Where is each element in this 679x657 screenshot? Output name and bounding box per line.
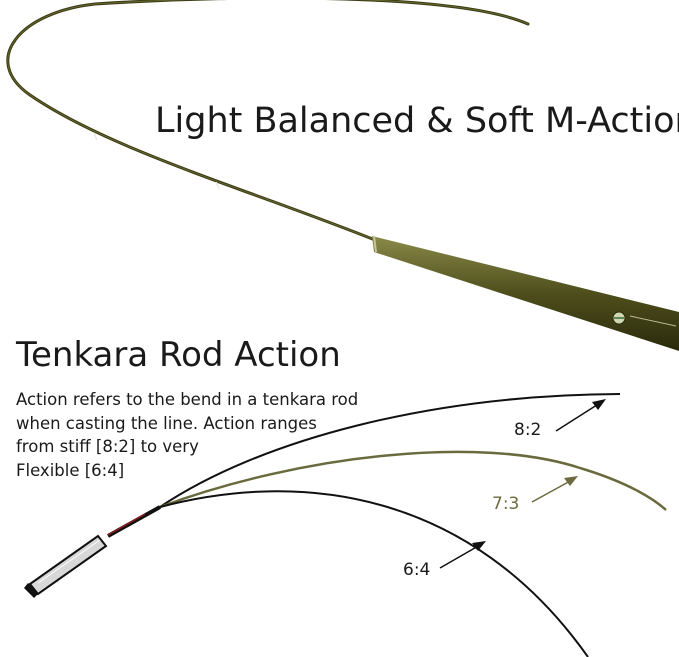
description-line: Action refers to the bend in a tenkara r…	[16, 390, 359, 409]
label-8-2: 8:2	[514, 420, 542, 440]
label-6-4: 6:4	[403, 560, 431, 580]
arrow-8-2	[555, 399, 606, 432]
curve-8-2	[159, 393, 621, 508]
arrow-6-4	[439, 541, 486, 569]
headline: Light Balanced & Soft M-Action	[155, 101, 679, 141]
rod-handle	[24, 505, 161, 598]
curve-6-4	[159, 490, 589, 657]
description: Action refers to the bend in a tenkara r…	[16, 388, 386, 482]
label-7-3: 7:3	[492, 494, 520, 514]
description-line: from stiff [8:2] to very	[16, 437, 199, 456]
section-title: Tenkara Rod Action	[16, 335, 341, 375]
description-line: when casting the line. Action ranges	[16, 413, 317, 433]
curve-7-3	[159, 450, 667, 511]
description-line: Flexible [6:4]	[16, 460, 125, 480]
arrow-7-3	[531, 476, 578, 503]
rod-logo-icon	[612, 311, 677, 327]
top-rod	[6, 0, 679, 351]
